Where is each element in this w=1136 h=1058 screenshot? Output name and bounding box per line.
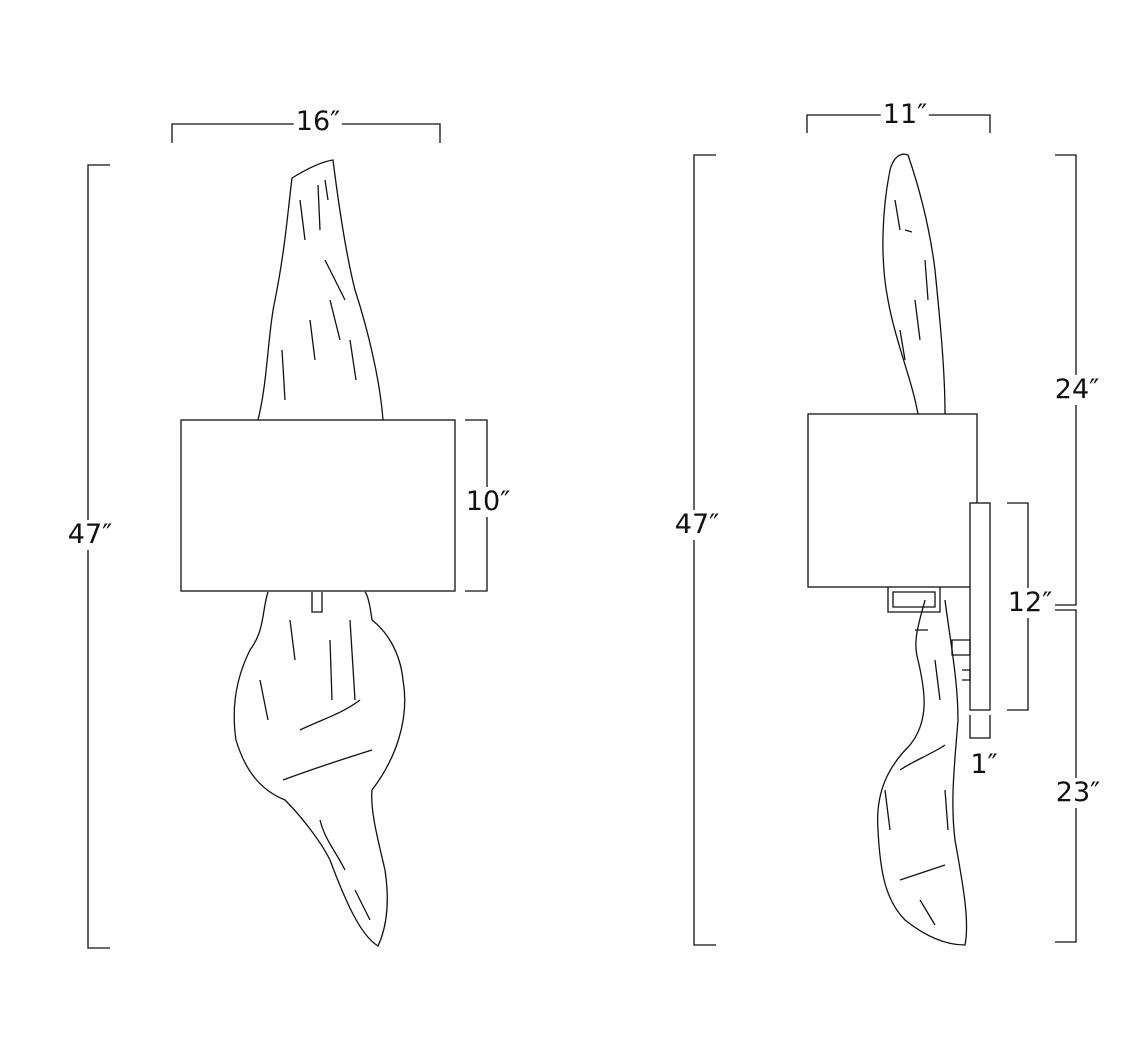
side-lower-dimension-line: [1055, 609, 1077, 943]
front-driftwood-lower-detail: [259, 592, 373, 921]
side-depth-label: 11″: [880, 99, 930, 130]
side-driftwood-lower: [876, 599, 968, 946]
front-height-dimension-line: [87, 164, 110, 949]
front-driftwood-upper: [257, 159, 384, 421]
side-lower-label: 23″: [1053, 777, 1103, 808]
side-upper-label: 24″: [1052, 374, 1102, 405]
front-shade-height-label: 10″: [463, 486, 513, 517]
side-backplate-depth-label: 1″: [968, 749, 1000, 780]
front-width-label: 16″: [293, 106, 343, 137]
front-view: [87, 123, 488, 949]
side-backplate-depth-dimension-line: [969, 715, 991, 739]
side-view: [693, 114, 1077, 946]
side-height-label: 47″: [672, 509, 722, 540]
side-driftwood-upper-detail: [894, 199, 929, 361]
side-height-dimension-line: [693, 154, 716, 946]
side-backplate: [969, 502, 991, 711]
side-lamp-shade: [807, 413, 978, 588]
side-driftwood-lower-detail: [884, 629, 949, 926]
side-driftwood-upper: [882, 153, 946, 415]
side-arm-bracket: [887, 587, 971, 681]
side-backplate-label: 12″: [1005, 587, 1055, 618]
front-driftwood-lower: [233, 591, 406, 947]
front-lamp-shade: [180, 419, 456, 592]
front-driftwood-detail: [281, 179, 357, 401]
front-height-label: 47″: [65, 519, 115, 550]
